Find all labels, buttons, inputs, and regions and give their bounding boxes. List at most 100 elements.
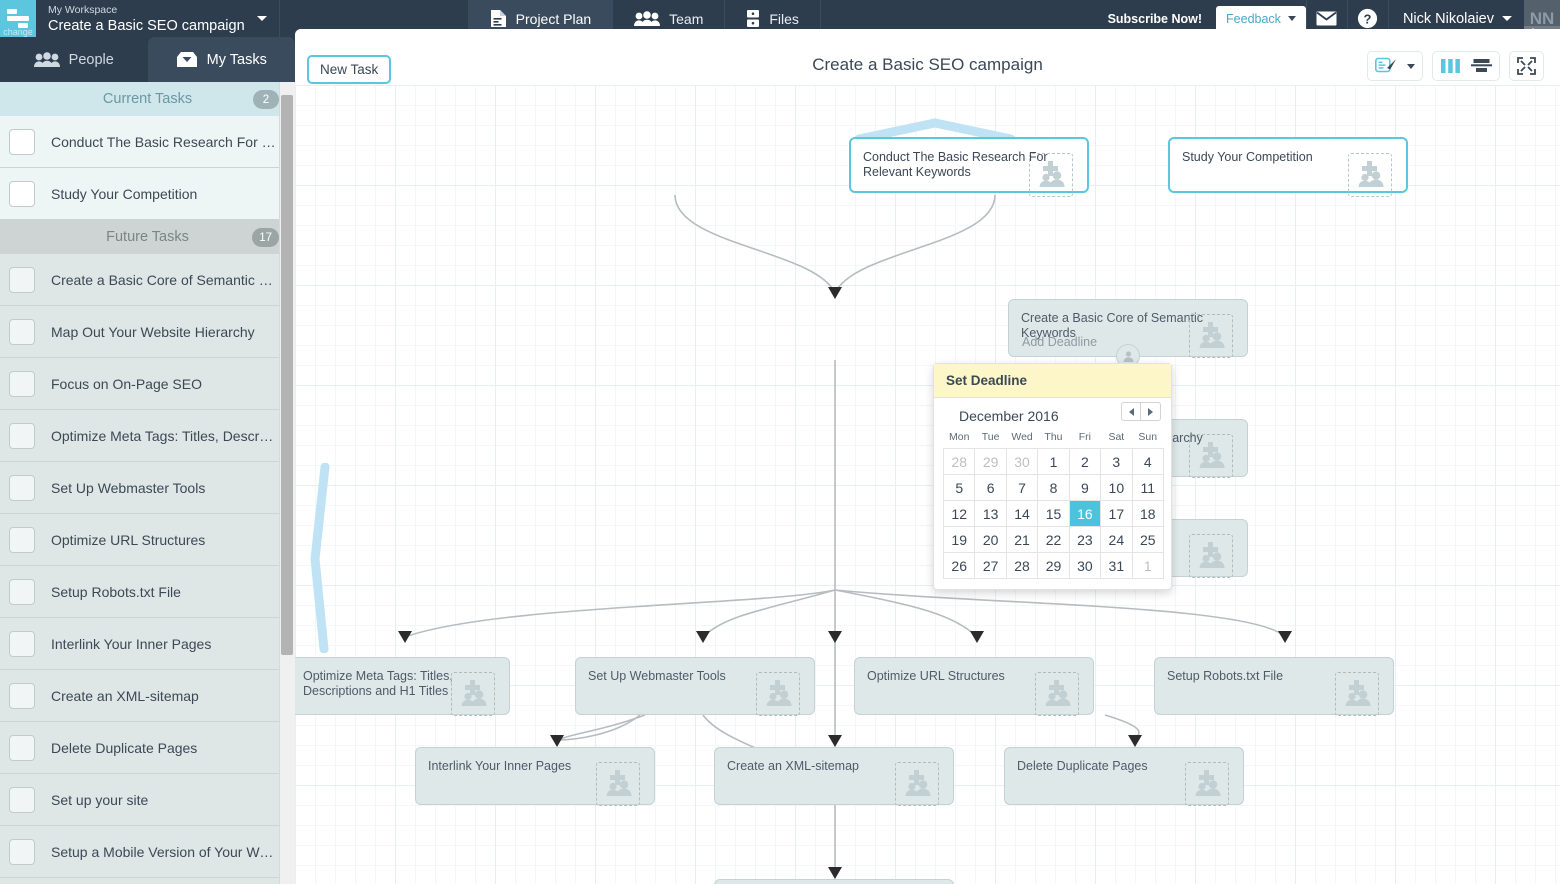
task-checkbox[interactable] xyxy=(9,422,35,449)
task-list-item[interactable]: Set Up Webmaster Tools xyxy=(0,462,295,514)
board-canvas[interactable]: Conduct The Basic Research For Relevant … xyxy=(295,85,1560,884)
add-people-button[interactable] xyxy=(596,762,640,806)
task-checkbox[interactable] xyxy=(9,474,35,501)
task-list-item[interactable]: Map Out Your Website Hierarchy xyxy=(0,306,295,358)
task-checkbox[interactable] xyxy=(9,318,35,345)
add-people-button[interactable] xyxy=(895,762,939,806)
add-people-button[interactable] xyxy=(1189,314,1233,358)
help-button[interactable]: ? xyxy=(1346,0,1388,37)
calendar-day[interactable]: 12 xyxy=(942,500,976,527)
new-task-button[interactable]: New Task xyxy=(307,55,392,84)
calendar-day[interactable]: 20 xyxy=(974,526,1007,553)
task-checkbox[interactable] xyxy=(9,734,35,761)
calendar-day[interactable]: 2 xyxy=(1068,448,1102,475)
columns-icon[interactable] xyxy=(1440,58,1461,74)
task-list-item[interactable]: Delete Duplicate Pages xyxy=(0,722,295,774)
prev-month-button[interactable] xyxy=(1121,402,1141,421)
workspace-selector[interactable]: My Workspace Create a Basic SEO campaign xyxy=(36,0,280,37)
task-card[interactable]: Interlink Your Inner Pages xyxy=(415,747,655,806)
task-card[interactable]: Delete Duplicate Pages xyxy=(1004,747,1244,806)
nav-tab-files[interactable]: Files xyxy=(725,0,821,37)
edit-mode-button[interactable] xyxy=(1367,51,1423,81)
task-list-item[interactable]: Optimize Meta Tags: Titles, Descrip... xyxy=(0,410,295,462)
chevron-down-icon[interactable] xyxy=(256,16,267,21)
calendar-day[interactable]: 7 xyxy=(1005,474,1039,501)
calendar-day[interactable]: 11 xyxy=(1131,474,1165,501)
feedback-button[interactable]: Feedback xyxy=(1216,5,1306,32)
calendar-day[interactable]: 3 xyxy=(1100,448,1133,475)
calendar-day[interactable]: 22 xyxy=(1037,526,1070,553)
calendar-day[interactable]: 5 xyxy=(942,474,976,501)
task-card[interactable]: Set up your site xyxy=(714,879,954,884)
calendar-day[interactable]: 4 xyxy=(1131,448,1165,475)
nav-tab-team[interactable]: Team xyxy=(613,0,726,37)
calendar-day[interactable]: 14 xyxy=(1005,500,1039,527)
task-list-item[interactable]: Create an XML-sitemap xyxy=(0,670,295,722)
calendar-day[interactable]: 18 xyxy=(1131,500,1165,527)
task-card[interactable]: Create an XML-sitemap xyxy=(714,747,954,806)
align-icon[interactable] xyxy=(1471,58,1492,74)
layout-buttons[interactable] xyxy=(1432,51,1500,81)
calendar-day-selected[interactable]: 16 xyxy=(1068,500,1102,527)
add-people-button[interactable] xyxy=(756,672,800,716)
task-checkbox[interactable] xyxy=(9,630,35,657)
task-checkbox[interactable] xyxy=(9,838,35,865)
task-card[interactable]: Conduct The Basic Research For Relevant … xyxy=(849,137,1089,197)
task-checkbox[interactable] xyxy=(9,682,35,709)
messages-button[interactable] xyxy=(1305,0,1347,37)
add-people-button[interactable] xyxy=(1189,534,1233,578)
calendar-day[interactable]: 28 xyxy=(942,448,976,475)
calendar-day[interactable]: 28 xyxy=(1005,552,1039,579)
calendar-day[interactable]: 26 xyxy=(942,552,976,579)
app-logo[interactable]: change xyxy=(0,0,36,37)
task-checkbox[interactable] xyxy=(9,180,35,207)
task-card[interactable]: Study Your Competition xyxy=(1168,137,1408,197)
task-checkbox[interactable] xyxy=(9,370,35,397)
calendar-day[interactable]: 9 xyxy=(1068,474,1102,501)
task-card[interactable]: Optimize Meta Tags: Titles, Descriptions… xyxy=(295,657,510,716)
task-checkbox[interactable] xyxy=(9,786,35,813)
add-people-button[interactable] xyxy=(1029,153,1073,197)
fullscreen-button[interactable] xyxy=(1509,51,1544,81)
task-list-item[interactable]: Setup Robots.txt File xyxy=(0,566,295,618)
calendar-day[interactable]: 21 xyxy=(1005,526,1039,553)
calendar-day[interactable]: 30 xyxy=(1005,448,1039,475)
calendar-day[interactable]: 31 xyxy=(1100,552,1133,579)
calendar-day[interactable]: 27 xyxy=(974,552,1007,579)
task-list-item[interactable]: Setup a Mobile Version of Your We... xyxy=(0,826,295,878)
calendar-day[interactable]: 1 xyxy=(1131,552,1165,579)
task-list-item[interactable]: Study Your Competition xyxy=(0,168,295,220)
user-menu[interactable]: Nick Nikolaiev xyxy=(1387,0,1524,37)
calendar-day[interactable]: 1 xyxy=(1037,448,1070,475)
calendar-day[interactable]: 10 xyxy=(1100,474,1133,501)
task-list-item[interactable]: Create a Basic Core of Semantic Key... xyxy=(0,254,295,306)
calendar-day[interactable]: 8 xyxy=(1037,474,1070,501)
sidebar-scrollbar-thumb[interactable] xyxy=(281,95,293,655)
calendar-day[interactable]: 23 xyxy=(1068,526,1102,553)
task-checkbox[interactable] xyxy=(9,266,35,293)
task-list-item[interactable]: Optimize URL Structures xyxy=(0,514,295,566)
sidebar-tab-people[interactable]: People xyxy=(0,37,148,82)
subscribe-now-link[interactable]: Subscribe Now! xyxy=(1107,11,1203,26)
add-deadline-link[interactable]: Add Deadline xyxy=(1022,335,1098,349)
calendar-day[interactable]: 19 xyxy=(942,526,976,553)
calendar-day[interactable]: 24 xyxy=(1100,526,1133,553)
add-people-button[interactable] xyxy=(1335,672,1379,716)
task-card[interactable]: Optimize URL Structures xyxy=(854,657,1094,716)
task-list-item[interactable]: Focus on On-Page SEO xyxy=(0,358,295,410)
next-month-button[interactable] xyxy=(1141,402,1161,421)
calendar-day[interactable]: 29 xyxy=(1037,552,1070,579)
task-checkbox[interactable] xyxy=(9,578,35,605)
calendar-day[interactable]: 6 xyxy=(974,474,1007,501)
calendar-day[interactable]: 17 xyxy=(1100,500,1133,527)
task-card[interactable]: Set Up Webmaster Tools xyxy=(575,657,815,716)
task-checkbox[interactable] xyxy=(9,128,35,155)
calendar-day[interactable]: 30 xyxy=(1068,552,1102,579)
task-list-item[interactable]: Conduct The Basic Research For Rel... xyxy=(0,116,295,168)
task-list-item[interactable]: Set up your site xyxy=(0,774,295,826)
calendar-day[interactable]: 25 xyxy=(1131,526,1165,553)
add-people-button[interactable] xyxy=(451,672,495,716)
